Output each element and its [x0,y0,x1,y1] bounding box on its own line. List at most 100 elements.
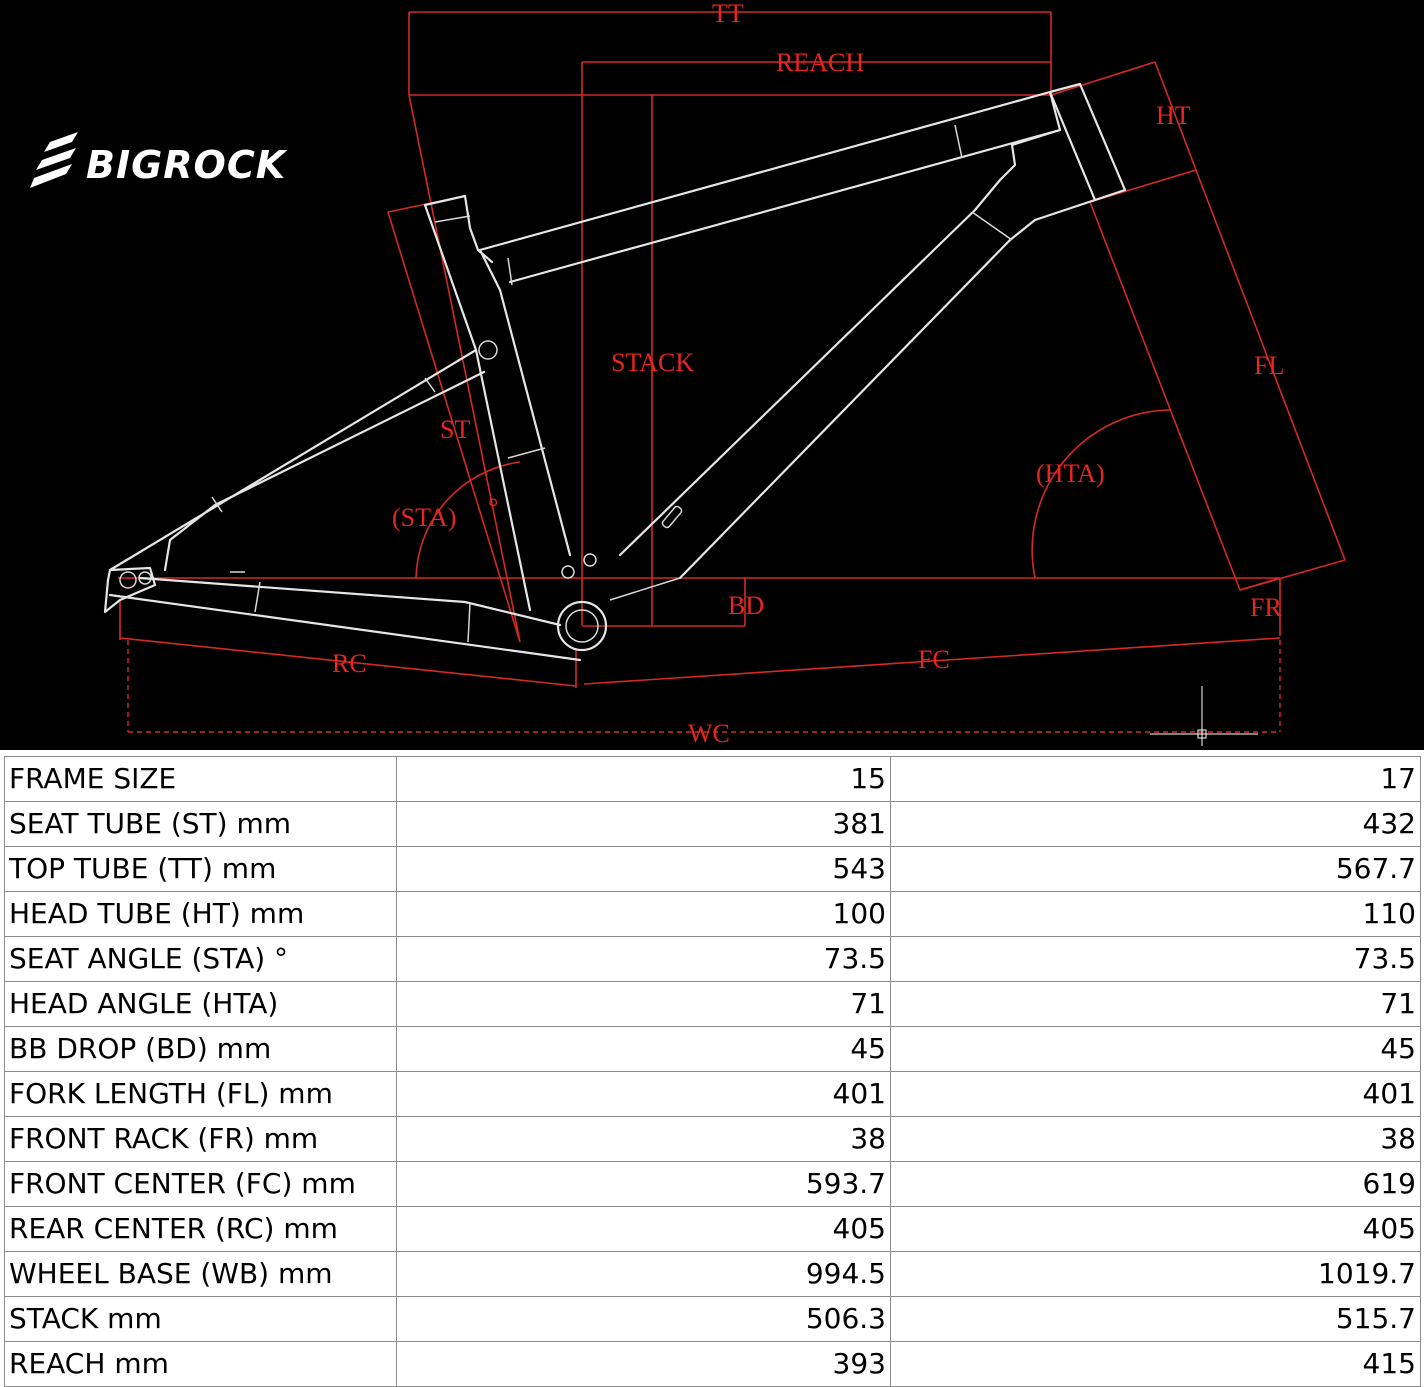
size-15-value: 401 [396,1071,891,1117]
size-15-value: 543 [396,846,891,892]
seat-stay-lower [163,370,486,572]
label-rc: RC [332,649,367,678]
row-label: REACH mm [4,1341,397,1387]
head-tube [1048,82,1127,202]
dropout-bolt [138,571,152,585]
rc-dimension [119,637,577,687]
st-line [408,94,521,643]
ht-dimension [1154,61,1197,171]
bigrock-logo: BIGROCK [30,132,288,188]
size-17-value: 432 [890,801,1421,847]
fc-dimension [583,637,1281,685]
label-ht: HT [1156,101,1191,130]
frame-geometry-diagram: BIGROCK [0,0,1424,750]
chain-stay-joint [467,602,471,643]
size-15-value: 593.7 [396,1161,891,1207]
logo-stripe [30,164,72,188]
top-tube-joint [954,124,963,159]
row-label: SEAT ANGLE (STA) ° [4,936,397,982]
size-17-value: 1019.7 [890,1251,1421,1297]
chain-stay-joint [254,581,261,613]
cable-port [661,505,683,529]
size-15-value: 405 [396,1206,891,1252]
pivot-bolt [561,565,575,579]
row-label: FORK LENGTH (FL) mm [4,1071,397,1117]
row-label: WHEEL BASE (WB) mm [4,1251,397,1297]
head-tube-junction [998,128,1062,182]
size-17-value: 73.5 [890,936,1421,982]
size-17-value: 415 [890,1341,1421,1387]
size-15-value: 71 [396,981,891,1027]
seat-stay-upper [108,348,478,572]
size-15-value: 73.5 [396,936,891,982]
label-sta: (STA) [392,503,456,532]
size-15-value: 393 [396,1341,891,1387]
row-label: SEAT TUBE (ST) mm [4,801,397,847]
bb-shell-outer [556,600,608,652]
dropout-axle [119,571,137,589]
logo-text: BIGROCK [86,143,288,187]
sta-arc [415,461,521,579]
seatstay-bridge [478,340,498,360]
size-15-value: 38 [396,1116,891,1162]
row-label: STACK mm [4,1296,397,1342]
seat-stay-joint [211,496,223,513]
size-17-value: 405 [890,1206,1421,1252]
seat-tube-collar [434,215,471,223]
fl-dimension [1195,169,1346,561]
frame-outline [103,82,1127,662]
hta-arc [1031,409,1171,579]
size-17-value: 567.7 [890,846,1421,892]
logo-stripe [36,148,76,170]
label-hta: (HTA) [1036,459,1105,488]
rear-dropout [103,566,157,614]
size-17-value: 17 [890,756,1421,802]
ht-top-ext [1050,61,1156,96]
size-17-value: 38 [890,1116,1421,1162]
seat-tube-left [423,203,532,612]
seat-stay-joint [424,377,436,393]
size-15-value: 15 [396,756,891,802]
cad-crosshair-icon [1150,686,1258,746]
label-st: ST [440,415,470,444]
dimension-labels: TT REACH HT STACK FL ST (STA) ° (HTA) BD… [332,0,1284,748]
seat-tube-right [478,248,572,557]
top-tube-joint [507,257,513,286]
size-15-value: 45 [396,1026,891,1072]
down-tube-joint [971,211,1013,241]
dimension-lines [118,11,1346,733]
st-dimension [387,211,521,643]
bb-shell-inner [565,609,599,643]
fr-ext [1239,577,1281,591]
chain-stay-upper [138,576,562,627]
row-label: BB DROP (BD) mm [4,1026,397,1072]
label-stack: STACK [611,348,694,377]
down-tube-upper [618,178,1002,557]
size-15-value: 994.5 [396,1251,891,1297]
row-label: REAR CENTER (RC) mm [4,1206,397,1252]
label-reach: REACH [776,48,864,77]
size-15-value: 506.3 [396,1296,891,1342]
size-15-value: 100 [396,891,891,937]
row-label: FRONT RACK (FR) mm [4,1116,397,1162]
chain-stay-lower [108,593,582,662]
logo-stripe [44,132,78,152]
size-17-value: 619 [890,1161,1421,1207]
size-17-value: 45 [890,1026,1421,1072]
diagram-svg: BIGROCK [30,0,1346,748]
size-17-value: 515.7 [890,1296,1421,1342]
down-tube-lower [678,198,1097,580]
row-label: HEAD ANGLE (HTA) [4,981,397,1027]
